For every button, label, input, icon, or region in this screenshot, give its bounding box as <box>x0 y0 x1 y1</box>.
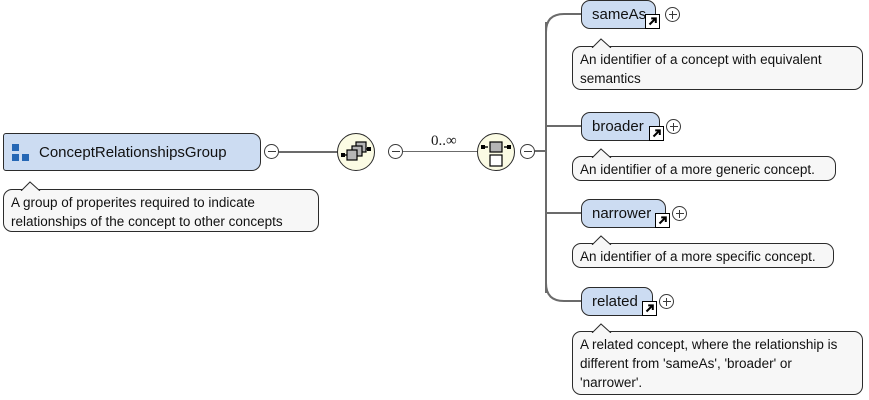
connector-sequence-to-choice <box>403 151 478 152</box>
annotation-same-as-text: An identifier of a concept with equivale… <box>580 52 822 86</box>
annotation-related-text: A related concept, where the relationshi… <box>580 337 838 390</box>
reference-arrow-icon[interactable] <box>645 14 660 29</box>
reference-arrow-icon[interactable] <box>655 213 670 228</box>
node-label-root: ConceptRelationshipsGroup <box>39 143 227 161</box>
collapse-toggle-sequence[interactable] <box>388 144 403 159</box>
collapse-toggle-root[interactable] <box>264 144 279 159</box>
attribute-group-icon <box>12 143 29 161</box>
expand-toggle-related[interactable] <box>659 294 674 309</box>
annotation-narrower: An identifier of a more specific concept… <box>572 235 834 268</box>
annotation-narrower-text: An identifier of a more specific concept… <box>580 249 816 264</box>
annotation-broader: An identifier of a more generic concept. <box>572 148 836 181</box>
connector-root-to-sequence <box>279 151 338 153</box>
reference-arrow-icon[interactable] <box>642 301 657 316</box>
annotation-tail <box>591 323 612 333</box>
annotation-broader-text: An identifier of a more generic concept. <box>580 162 815 177</box>
annotation-tail <box>591 38 612 48</box>
annotation-tail <box>591 148 612 158</box>
annotation-root: A group of properites required to indica… <box>3 181 319 232</box>
node-label-narrower: narrower <box>592 205 652 222</box>
node-concept-relationships-group[interactable]: ConceptRelationshipsGroup <box>3 133 261 171</box>
collapse-toggle-choice[interactable] <box>520 144 535 159</box>
expand-toggle-narrower[interactable] <box>672 206 687 221</box>
node-same-as[interactable]: sameAs <box>581 0 656 29</box>
annotation-root-text: A group of properites required to indica… <box>11 195 283 229</box>
reference-arrow-icon[interactable] <box>649 126 664 141</box>
annotation-tail <box>591 235 612 245</box>
expand-toggle-same-as[interactable] <box>665 7 680 22</box>
node-narrower[interactable]: narrower <box>581 199 666 228</box>
cardinality-label: 0..∞ <box>431 133 457 149</box>
annotation-related: A related concept, where the relationshi… <box>572 323 863 395</box>
expand-toggle-broader[interactable] <box>666 119 681 134</box>
compositor-sequence[interactable] <box>337 133 375 171</box>
node-label-related: related <box>592 293 638 310</box>
compositor-choice[interactable] <box>477 133 515 171</box>
branch-connector <box>534 10 582 305</box>
node-label-broader: broader <box>592 118 644 135</box>
node-label-same-as: sameAs <box>592 6 647 23</box>
annotation-same-as: An identifier of a concept with equivale… <box>572 38 863 90</box>
annotation-tail <box>20 181 41 191</box>
